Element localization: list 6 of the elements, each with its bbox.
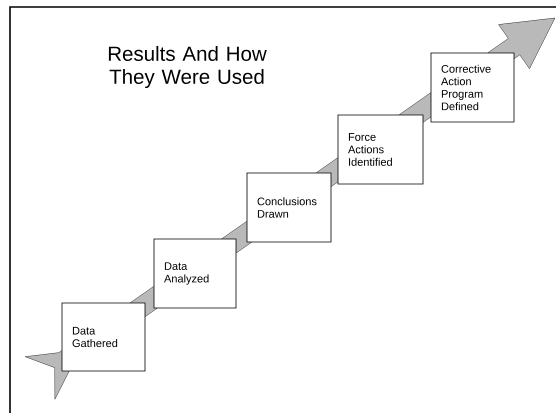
title: Results And How They Were Used (108, 46, 267, 88)
step-box: Data Analyzed (154, 238, 236, 308)
step-box: Conclusions Drawn (246, 172, 332, 242)
step-box: Corrective Action Program Defined (430, 52, 514, 122)
step-box: Data Gathered (62, 302, 146, 372)
step-box: Force Actions Identified (338, 114, 424, 184)
